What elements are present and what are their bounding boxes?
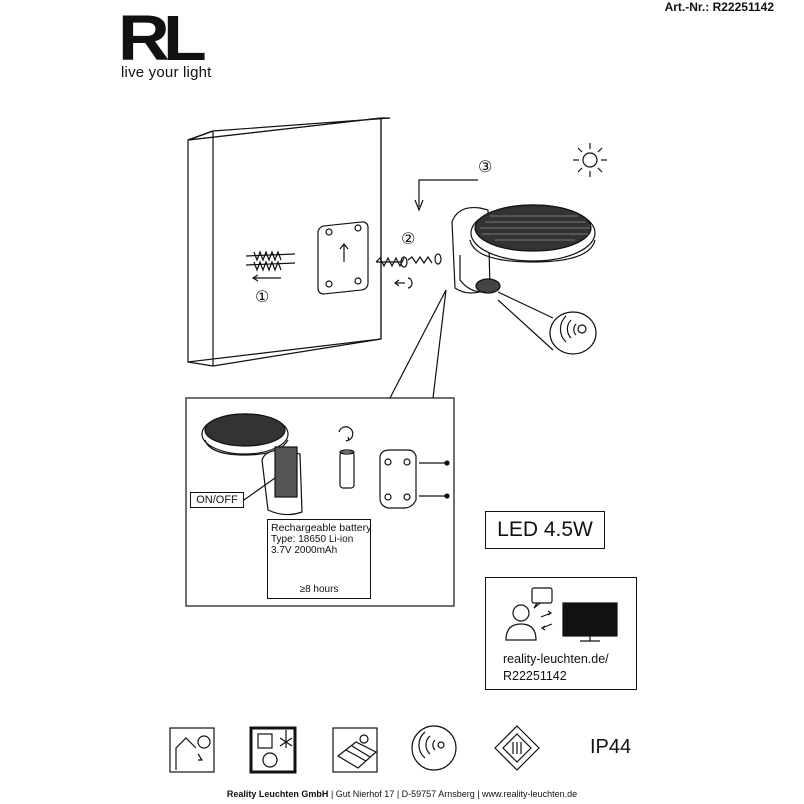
battery-type: Type: 18650 Li-ion <box>271 534 354 545</box>
ip-rating-icon: IP44 <box>590 736 632 758</box>
battery-spec: 3.7V 2000mAh <box>271 545 338 556</box>
motion-sensor-icon <box>411 725 457 771</box>
step-3-label: ③ <box>478 157 492 176</box>
detail-plate <box>379 449 450 509</box>
sun-icon <box>573 143 607 177</box>
solar-panel-icon <box>332 727 378 773</box>
support-url[interactable]: reality-leuchten.de/ R22251142 <box>503 651 609 685</box>
support-url-line1: reality-leuchten.de/ <box>503 652 609 666</box>
support-graphic <box>505 587 618 642</box>
detail-callout <box>185 289 455 607</box>
detail-lamp <box>201 413 303 516</box>
footer-company: Reality Leuchten GmbH <box>226 789 329 799</box>
mounting-plate <box>317 221 369 295</box>
wall-plugs <box>245 250 296 282</box>
led-power-label: LED 4.5W <box>497 518 593 541</box>
on-off-label: ON/OFF <box>190 492 244 508</box>
no-dimmer-icon <box>249 726 297 774</box>
brand-tagline: live your light <box>121 64 212 81</box>
screws <box>375 253 442 289</box>
footer-address: | Gut Nierhof 17 | D-59757 Arnsberg | ww… <box>330 789 578 799</box>
indoor-outdoor-icon <box>169 727 215 773</box>
step-2-label: ② <box>401 229 415 248</box>
footer: Reality Leuchten GmbH | Gut Nierhof 17 |… <box>0 789 804 799</box>
wall-illustration <box>187 117 391 367</box>
article-number: Art.-Nr.: R22251142 <box>664 0 774 14</box>
logo-mark: RL <box>118 2 207 74</box>
support-box <box>485 577 637 690</box>
sensor-callout <box>497 291 597 355</box>
battery-info-box: Rechargeable battery Type: 18650 Li-ion … <box>267 519 371 599</box>
step-3-arrow <box>414 179 478 212</box>
runtime-label: ≥8 hours <box>299 584 339 595</box>
battery-cell <box>338 426 355 489</box>
solar-lamp <box>451 204 596 294</box>
protection-class-icon <box>494 725 540 771</box>
battery-title: Rechargeable battery <box>271 522 372 534</box>
support-url-line2: R22251142 <box>503 669 567 683</box>
brand-logo: RL <box>118 6 207 70</box>
led-power-box: LED 4.5W <box>485 511 605 549</box>
step-1-label: ① <box>255 287 269 306</box>
